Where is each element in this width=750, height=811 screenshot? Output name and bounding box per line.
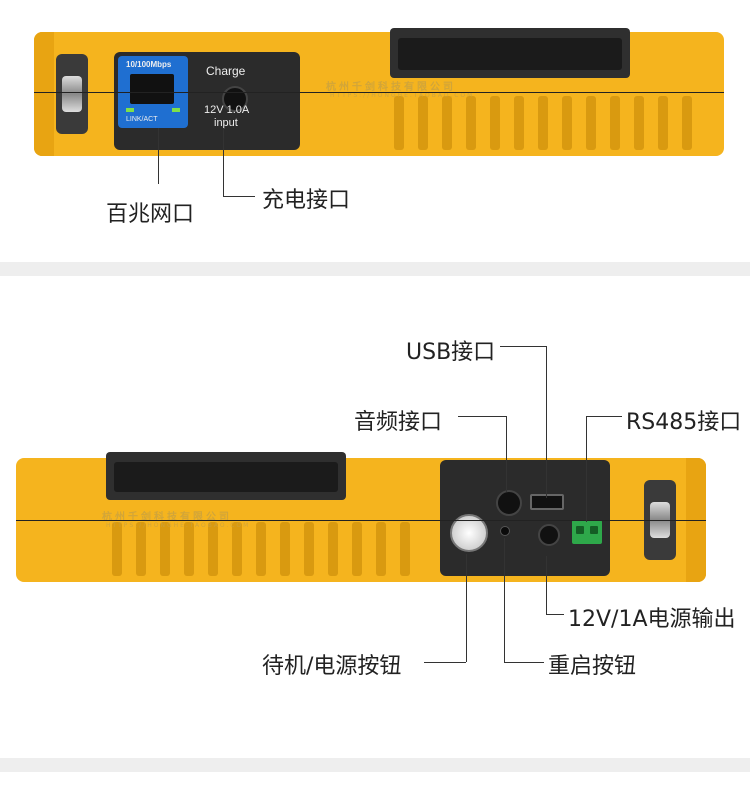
port-status-label: LINK/ACT [126,116,158,123]
charge-title: Charge [206,64,246,78]
card-slot-inner [114,462,338,492]
top-device: 10/100Mbps LINK/ACT Charge 12V 1.0A inpu… [34,24,724,160]
left-cap [34,32,54,156]
dcout-leader-h [546,614,564,615]
top-section: 10/100Mbps LINK/ACT Charge 12V 1.0A inpu… [0,0,750,262]
rib [442,96,452,150]
rib [394,96,404,150]
dcout-callout: 12V/1A电源输出 [568,607,736,632]
charge-spec-line2: input [214,117,238,129]
usb-leader-v [546,346,547,498]
reset-leader-v [504,538,505,662]
usb-leader-h [500,346,546,347]
watermark-url: HTTPS://HONGHE.TAOBAO.COM [106,522,251,529]
rib [352,522,362,576]
rib [490,96,500,150]
rib [304,522,314,576]
terminal-screw [590,526,598,534]
watermark: 杭州千剑科技有限公司 [326,82,456,93]
power-callout: 待机/电源按钮 [262,654,402,679]
section-divider [0,262,750,276]
rib [514,96,524,150]
rib [208,522,218,576]
audio-leader-h [458,416,506,417]
dc-out-jack[interactable] [538,524,560,546]
ethernet-leader-v [158,128,159,184]
usb-callout: USB接口 [406,340,496,365]
rs485-callout: RS485接口 [626,410,742,435]
rj45-socket [130,74,174,104]
strap-roller [62,76,82,112]
card-slot-inner [398,38,622,70]
charge-leader-h [223,196,255,197]
act-led [172,108,180,112]
port-speed-label: 10/100Mbps [126,60,172,69]
rib [256,522,266,576]
rib [418,96,428,150]
audio-leader-v [506,416,507,492]
watermark-url: HTTPS://HONGHE.TAOBAO.COM [330,92,475,99]
watermark: 杭州千剑科技有限公司 [102,512,232,523]
rib [400,522,410,576]
rib [586,96,596,150]
rib [682,96,692,150]
charge-jack[interactable] [222,86,248,112]
rib [280,522,290,576]
rs485-leader-h [586,416,622,417]
section-divider [0,758,750,772]
charge-leader-v [223,128,224,196]
power-leader-h [424,662,466,663]
rib [562,96,572,150]
rib [184,522,194,576]
reset-callout: 重启按钮 [548,654,637,679]
rib [466,96,476,150]
ethernet-callout: 百兆网口 [106,202,195,227]
charge-spec-line1: 12V 1.0A [204,104,250,116]
rib [328,522,338,576]
bottom-device: 杭州千剑科技有限公司 HTTPS://HONGHE.TAOBAO.COM [16,450,706,590]
rib [112,522,122,576]
reset-leader-h [504,662,544,663]
reset-button[interactable] [500,526,510,536]
rib [160,522,170,576]
rs485-leader-v [586,416,587,522]
rib [634,96,644,150]
rib [376,522,386,576]
rs485-terminal[interactable] [572,520,602,544]
terminal-screw [576,526,584,534]
guide-line [16,520,706,521]
rib [610,96,620,150]
audio-callout: 音频接口 [354,410,443,435]
link-led [126,108,134,112]
rib [232,522,242,576]
charge-callout: 充电接口 [262,188,351,213]
guide-line [34,92,724,93]
rib [136,522,146,576]
rib [538,96,548,150]
bottom-section: 杭州千剑科技有限公司 HTTPS://HONGHE.TAOBAO.COM USB… [0,276,750,756]
usb-port[interactable] [530,494,564,510]
audio-jack[interactable] [496,490,522,516]
power-leader-v [466,554,467,662]
dcout-leader-v [546,556,547,614]
rib [658,96,668,150]
